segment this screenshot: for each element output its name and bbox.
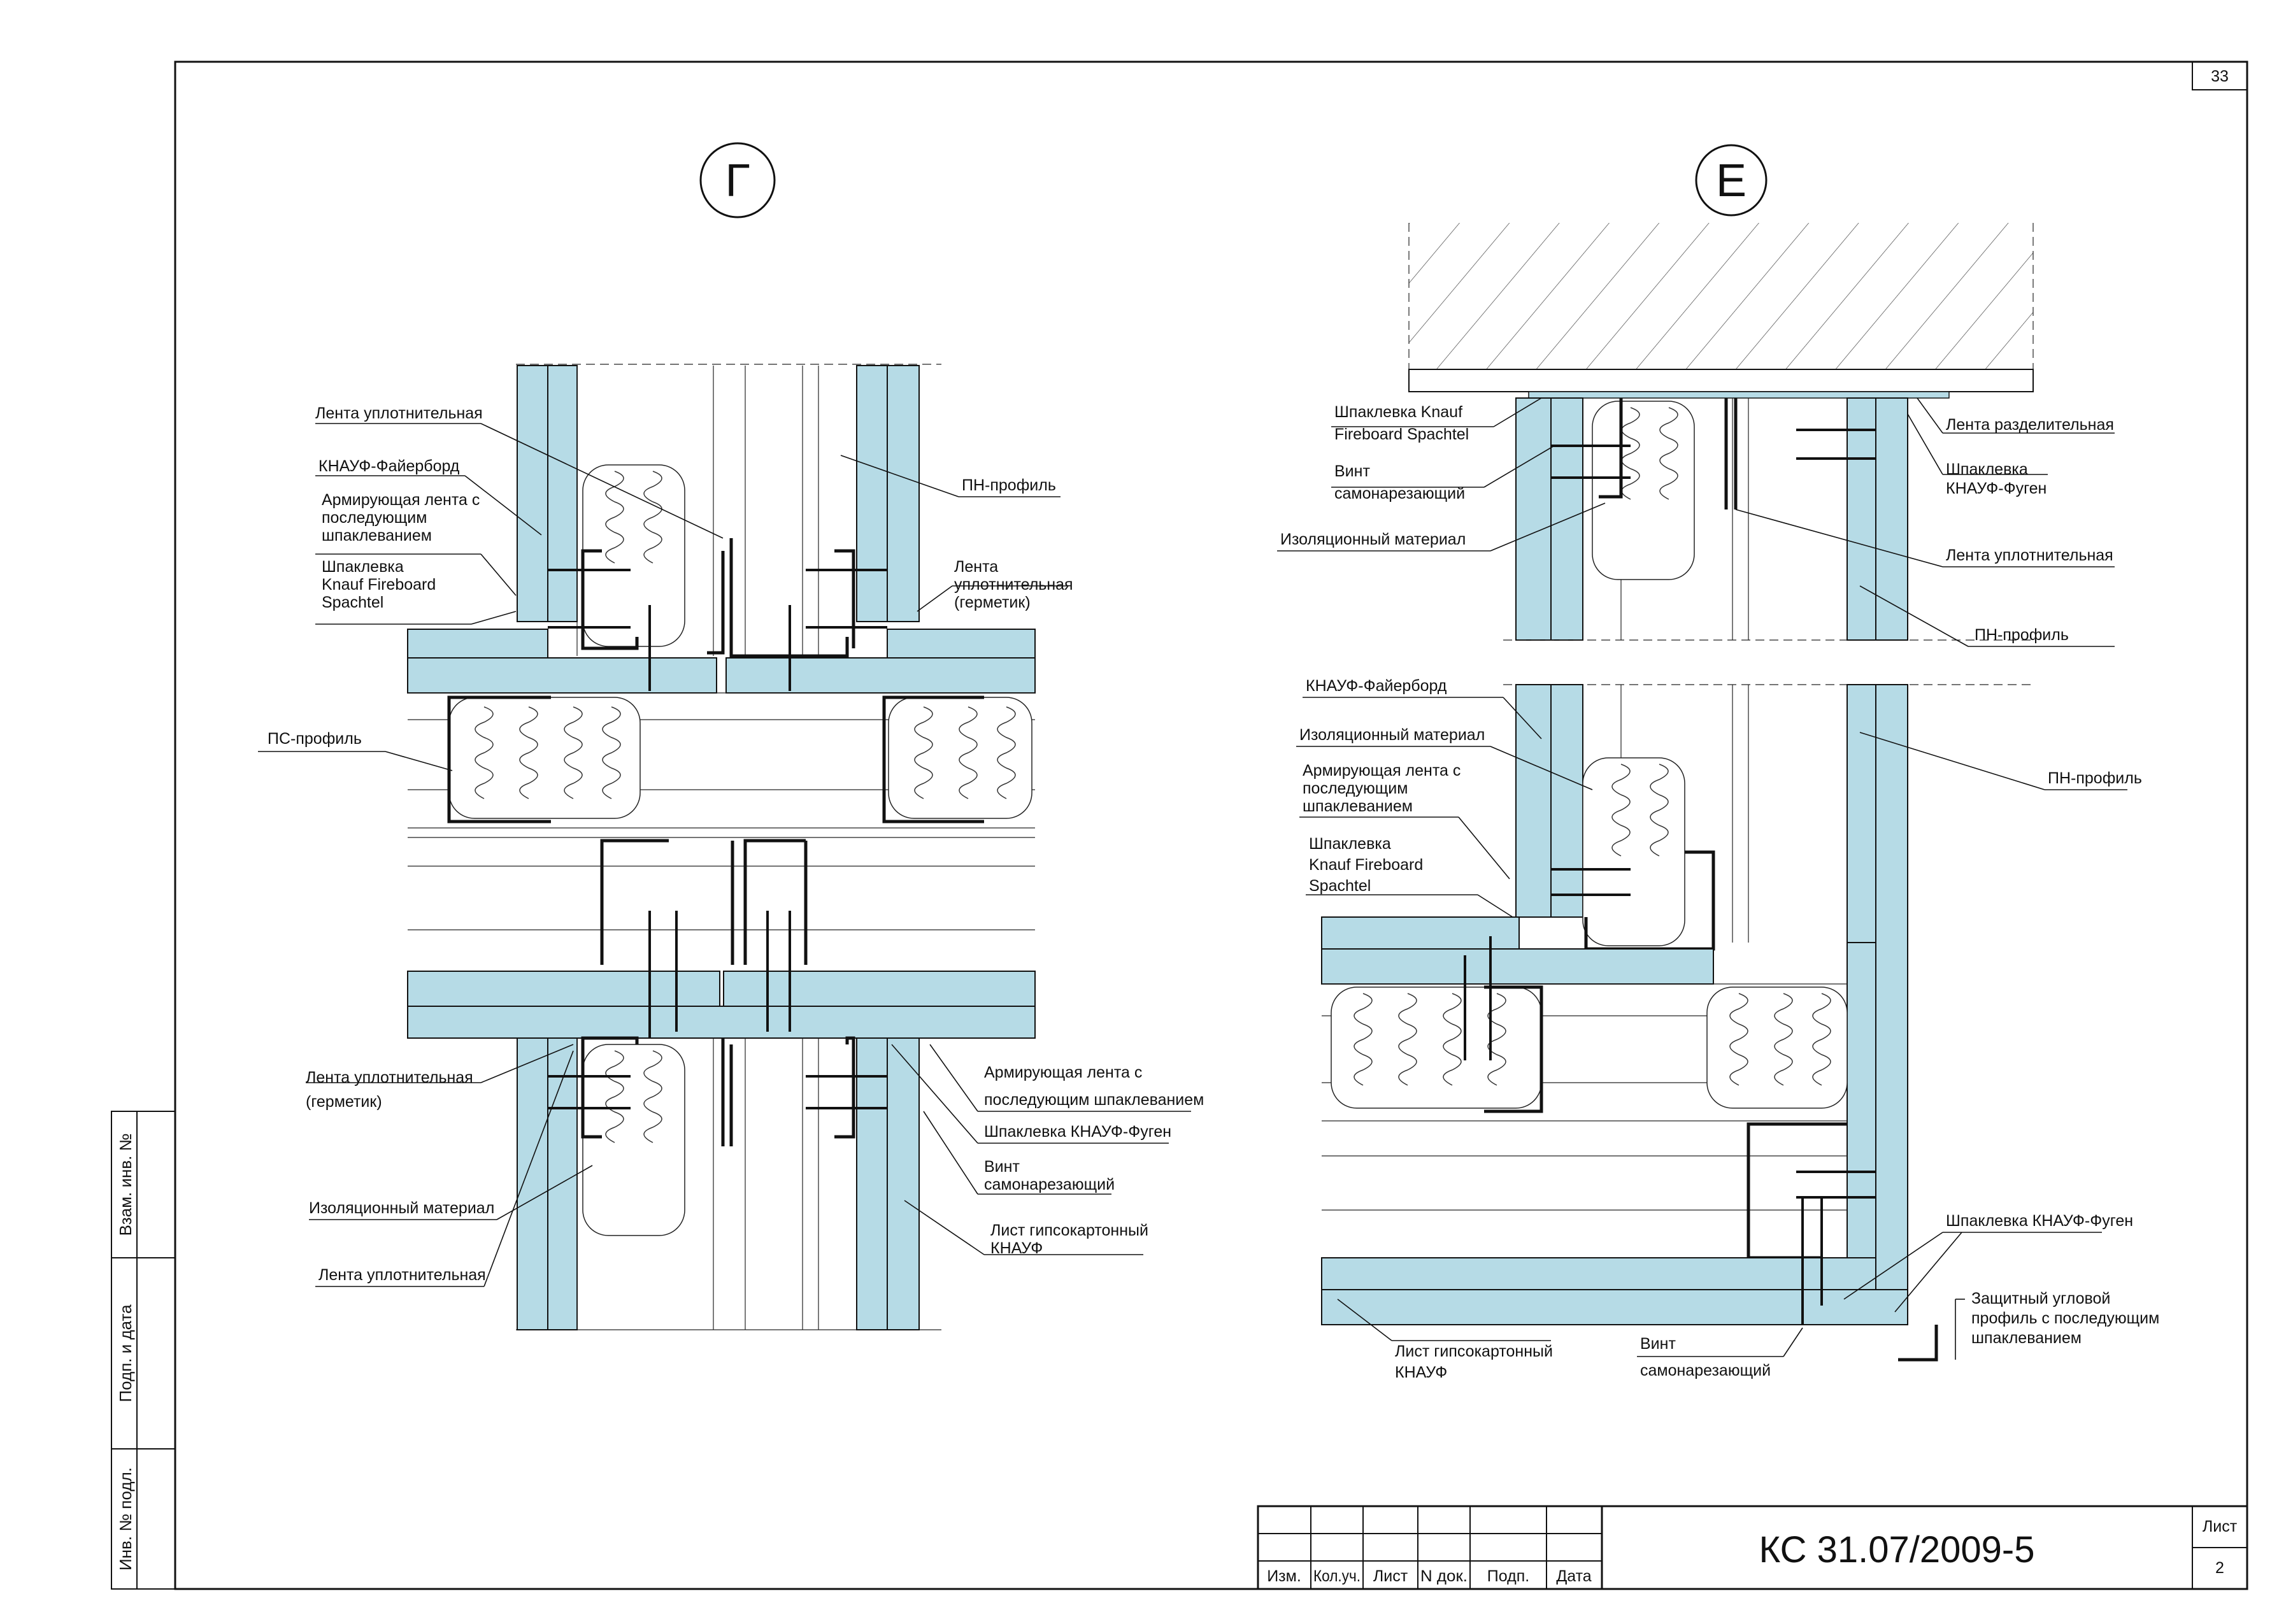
e-label-insulation: Изоляционный материал [1299,726,1485,744]
tb-col-data: Дата [1556,1567,1591,1585]
e-label-reinforcing-3: шпаклеванием [1303,797,1413,815]
e-label-corner-3: шпаклеванием [1971,1329,2082,1347]
g-label-ps-profile: ПС-профиль [268,730,362,748]
g-label-hermetic-l1: Лента уплотнительная [306,1069,473,1086]
side-stamp-sign: Подп. и дата [116,1304,135,1402]
detail-e: Е [1277,144,2159,1381]
side-stamp: Инв. № подл. Подп. и дата Взам. инв. № [111,1111,176,1590]
tb-col-ndok: N док. [1420,1567,1468,1585]
e-label-spachtel-top-2: Fireboard Spachtel [1334,425,1469,443]
sheet-frame: 33 [174,61,2248,1590]
e-label-fireboard: КНАУФ-Файерборд [1306,677,1447,695]
e-label-fugen-top-2: КНАУФ-Фуген [1946,480,2047,497]
tb-col-kol: Кол.уч. [1313,1567,1361,1585]
e-label-screw-top-2: самонарезающий [1334,485,1465,502]
detail-g-marker: Г [725,155,750,206]
e-label-screw-2: самонарезающий [1640,1362,1771,1379]
e-label-pn-profile-top: ПН-профиль [1975,626,2069,644]
e-label-screw-1: Винт [1640,1335,1676,1353]
g-label-tape-seal-bottom: Лента уплотнительная [318,1266,486,1284]
g-label-hermetic-r1: Лента [954,558,998,576]
e-label-insulation-top: Изоляционный материал [1280,531,1466,548]
tb-col-podp: Подп. [1487,1567,1529,1585]
e-label-reinforcing-1: Армирующая лента с [1303,762,1461,780]
side-stamp-inv: Инв. № подл. [116,1467,135,1571]
side-stamp-replace: Взам. инв. № [116,1133,135,1236]
g-label-pn-profile: ПН-профиль [962,476,1056,494]
g-label-gkl-2: КНАУФ [990,1239,1043,1257]
e-label-corner-1: Защитный угловой [1971,1290,2110,1307]
g-label-hermetic-r3: (герметик) [954,594,1031,611]
g-label-reinforcing-1: Армирующая лента с [322,491,480,509]
e-label-spachtel-3: Spachtel [1309,877,1371,895]
e-label-gkl-1: Лист гипсокартонный [1395,1343,1553,1360]
title-block: Изм. Кол.уч. Лист N док. Подп. Дата КС 3… [1257,1505,2248,1590]
tb-col-list: Лист [1373,1567,1408,1585]
detail-g: Г [258,142,1204,1330]
g-label-screw-1: Винт [984,1158,1020,1176]
g-label-reinforcing-r1: Армирующая лента с [984,1064,1142,1081]
g-label-reinforcing-3: шпаклеванием [322,527,432,545]
g-label-hermetic-l2: (герметик) [306,1093,382,1111]
e-label-tape-seal: Лента уплотнительная [1946,546,2113,564]
e-label-corner-2: профиль с последующим [1971,1309,2159,1327]
g-label-spachtel-1: Шпаклевка [322,558,404,576]
document-code: КС 31.07/2009-5 [1759,1529,2035,1571]
e-label-separating-tape: Лента разделительная [1946,416,2114,434]
g-label-gkl-1: Лист гипсокартонный [990,1222,1148,1239]
sheet-label: Лист [2203,1518,2238,1535]
g-label-screw-2: самонарезающий [984,1176,1115,1193]
e-label-spachtel-top-1: Шпаклевка Knauf [1334,403,1462,421]
e-label-fugen-top-1: Шпаклевка [1946,460,2028,478]
g-label-insulation: Изоляционный материал [309,1199,494,1217]
detail-e-marker: Е [1716,155,1747,206]
g-label-reinforcing-2: последующим [322,509,427,527]
e-label-fugen: Шпаклевка КНАУФ-Фуген [1946,1212,2133,1230]
g-label-spachtel-3: Spachtel [322,594,383,611]
e-label-gkl-2: КНАУФ [1395,1364,1447,1381]
g-label-tape-seal-top: Лента уплотнительная [315,404,483,422]
g-label-hermetic-r2: уплотнительная [954,576,1073,594]
tb-col-izm: Изм. [1267,1567,1301,1585]
e-label-pn-profile: ПН-профиль [2048,769,2142,787]
e-label-reinforcing-2: последующим [1303,780,1408,797]
e-label-screw-top-1: Винт [1334,462,1370,480]
g-label-spachtel-2: Knauf Fireboard [322,576,436,594]
g-label-fugen: Шпаклевка КНАУФ-Фуген [984,1123,1171,1141]
sheet-value: 2 [2215,1559,2224,1577]
g-label-reinforcing-r2: последующим шпаклеванием [984,1091,1204,1109]
g-label-fireboard: КНАУФ-Файерборд [318,457,460,475]
e-label-spachtel-1: Шпаклевка [1309,835,1391,853]
e-label-spachtel-2: Knauf Fireboard [1309,856,1423,874]
sheet-number-top: 33 [2211,68,2229,85]
